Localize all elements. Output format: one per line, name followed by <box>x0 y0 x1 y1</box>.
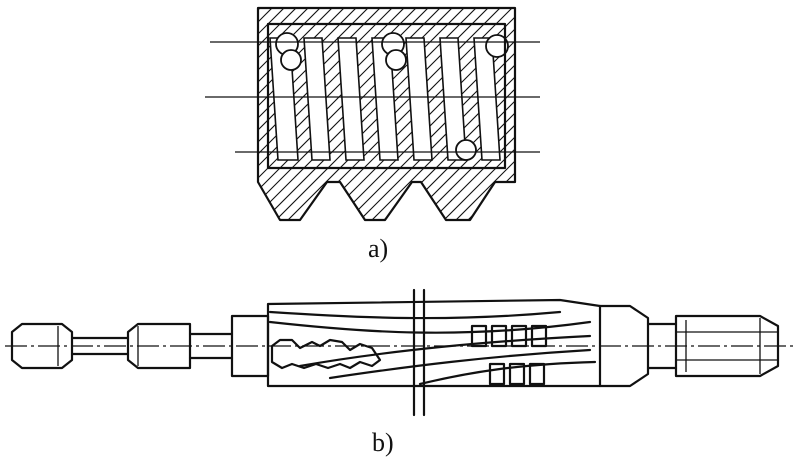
hatch-line <box>423 8 515 220</box>
shank <box>188 332 234 360</box>
helical-flutes <box>268 310 597 386</box>
hatch-line <box>0 0 40 240</box>
hatch-line <box>399 8 515 220</box>
hatch-line <box>0 0 208 240</box>
inner-bore <box>266 22 507 170</box>
hatch-line <box>258 8 281 220</box>
hatch-line <box>351 8 515 220</box>
hatch-line <box>0 0 172 240</box>
right-collar <box>598 304 650 388</box>
caption-b: b) <box>372 428 394 457</box>
hatch-line <box>0 0 64 240</box>
teeth-right <box>470 324 548 386</box>
reamer-assembly-b <box>5 288 795 417</box>
hatch-line <box>0 0 124 240</box>
teeth-lower-left <box>270 338 382 370</box>
left-pilot <box>10 322 74 370</box>
hatch-line <box>258 8 341 220</box>
hatch-line <box>4 0 244 240</box>
hatch-line <box>0 0 220 240</box>
hatch-line <box>483 8 515 220</box>
hatch-line <box>520 0 760 240</box>
hatch-line <box>0 0 148 240</box>
hatch-line <box>258 8 269 220</box>
hatch-line <box>258 8 365 220</box>
hatch-line <box>556 0 796 240</box>
hatch-line <box>495 8 515 220</box>
hatch-line <box>0 0 88 240</box>
hatch-line <box>0 0 232 240</box>
taper-shank-lines <box>676 318 778 374</box>
hatch-line <box>315 8 515 220</box>
left-collar <box>126 322 192 370</box>
hatch-line <box>544 0 784 240</box>
cutter-section-a <box>0 0 796 240</box>
right-shank <box>646 322 678 370</box>
hatch-line <box>0 0 160 240</box>
cutter-profile <box>256 6 517 222</box>
hatch-line <box>507 8 515 220</box>
hatch-line <box>0 0 100 240</box>
slot-ends <box>275 32 509 161</box>
taper-shank <box>674 314 780 378</box>
hatch-line <box>16 0 256 240</box>
hatch-line <box>0 0 196 240</box>
hatch-line <box>0 0 184 240</box>
hatch-line <box>0 0 52 240</box>
hatch-line <box>0 0 136 240</box>
hatch-line <box>435 8 515 220</box>
hatch-line <box>0 0 76 240</box>
hatch-line <box>0 0 112 240</box>
hatch-line <box>258 8 377 220</box>
left-neck <box>70 336 130 356</box>
hatch-line <box>258 8 293 220</box>
cutting-body <box>266 298 602 388</box>
hatch-line <box>411 8 515 220</box>
hatch-line <box>258 8 305 220</box>
caption-a: a) <box>368 234 389 263</box>
hatch-line <box>532 0 772 240</box>
